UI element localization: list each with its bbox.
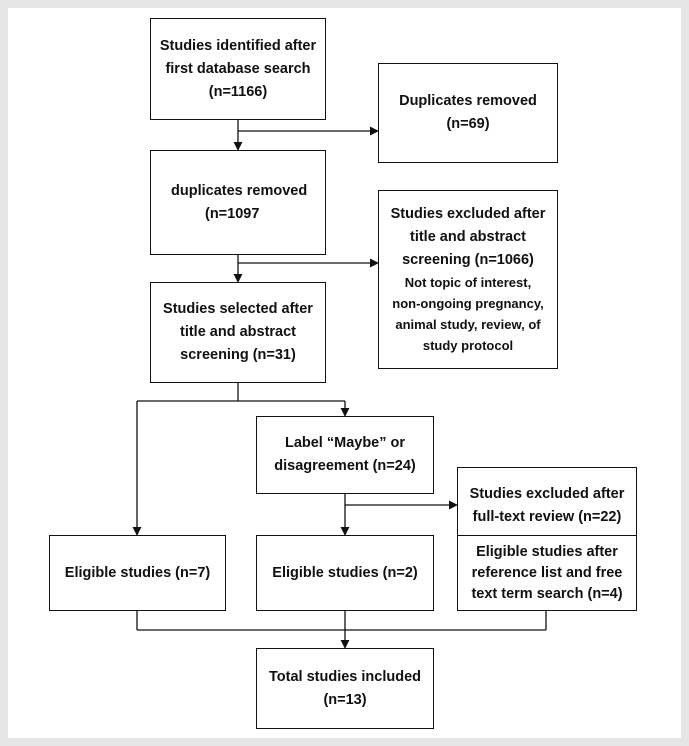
box-line: Eligible studies (n=2) bbox=[272, 564, 418, 581]
box-line: (n=1097 bbox=[205, 205, 260, 222]
box-studies-excluded-ft: Studies excluded after full-text review … bbox=[457, 467, 637, 544]
box-line: reference list and free bbox=[471, 564, 623, 581]
box-line: screening (n=31) bbox=[180, 347, 296, 363]
box-studies-identified: Studies identified after first database … bbox=[150, 18, 326, 120]
box-line: (n=69) bbox=[446, 116, 490, 132]
box-line: Eligible studies after bbox=[476, 543, 618, 560]
box-total-studies-included: Total studies included (n=13) bbox=[256, 648, 434, 729]
box-line: text term search (n=4) bbox=[471, 585, 623, 602]
box-line: Label “Maybe” or bbox=[284, 435, 406, 451]
box-line: (n=1166) bbox=[208, 83, 268, 100]
box-line: first database search bbox=[165, 60, 311, 77]
box-eligible-studies-2: Eligible studies (n=2) bbox=[256, 535, 434, 611]
box-detail-line: non-ongoing pregnancy, bbox=[392, 296, 544, 311]
box-line: Studies excluded after bbox=[469, 485, 625, 502]
box-line: screening (n=1066) bbox=[402, 252, 534, 268]
box-line: Studies identified after bbox=[159, 37, 317, 54]
box-line: title and abstract bbox=[179, 324, 297, 340]
box-studies-excluded-ta: Studies excluded after title and abstrac… bbox=[378, 190, 558, 369]
box-line: Duplicates removed bbox=[399, 93, 537, 109]
box-line: duplicates removed bbox=[171, 182, 308, 199]
box-line: Eligible studies (n=7) bbox=[64, 564, 211, 581]
box-studies-selected-ta: Studies selected after title and abstrac… bbox=[150, 282, 326, 383]
box-detail-line: animal study, review, of bbox=[395, 317, 541, 332]
box-line: disagreement (n=24) bbox=[274, 458, 416, 474]
box-line: Total studies included bbox=[269, 668, 421, 685]
box-duplicates-removed: duplicates removed (n=1097 bbox=[150, 150, 326, 255]
box-label-maybe: Label “Maybe” or disagreement (n=24) bbox=[256, 416, 434, 494]
box-eligible-studies-7: Eligible studies (n=7) bbox=[49, 535, 226, 611]
box-duplicates-removed-side: Duplicates removed (n=69) bbox=[378, 63, 558, 163]
box-line: full-text review (n=22) bbox=[472, 508, 622, 525]
box-line: Studies excluded after bbox=[390, 206, 546, 222]
box-detail-line: Not topic of interest, bbox=[404, 275, 532, 290]
box-eligible-studies-ref: Eligible studies after reference list an… bbox=[457, 535, 637, 611]
box-line: title and abstract bbox=[409, 229, 527, 245]
box-line: Studies selected after bbox=[163, 301, 313, 317]
box-line: (n=13) bbox=[323, 691, 367, 708]
box-detail-line: study protocol bbox=[422, 338, 514, 353]
